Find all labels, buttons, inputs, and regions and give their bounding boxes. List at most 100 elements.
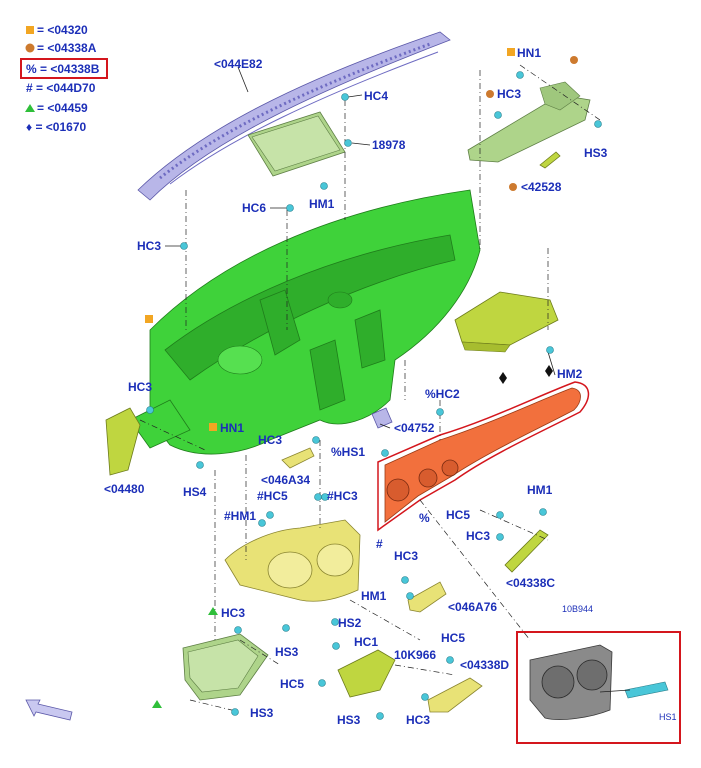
clip-icon <box>234 626 242 634</box>
triangle-marker-icon <box>208 607 218 615</box>
label-hc3-bottom: HC3 <box>406 713 430 727</box>
clip-icon <box>436 408 444 416</box>
legend-item-1: = <04320 <box>37 23 88 37</box>
label-hs3-bottom: HS3 <box>337 713 361 727</box>
label-hs2: HS2 <box>338 616 362 630</box>
label-hs1-box: HS1 <box>659 712 677 722</box>
label-hc3-left: HC3 <box>137 239 161 253</box>
label-hn1-top: HN1 <box>517 46 541 60</box>
clip-icon <box>321 493 329 501</box>
label-04338d: <04338D <box>460 658 509 672</box>
part-046a34 <box>281 447 315 469</box>
label-42528: <42528 <box>521 180 562 194</box>
defroster-grille <box>137 31 451 201</box>
legend-item-5: = <04459 <box>37 101 88 115</box>
clip-icon <box>332 642 340 650</box>
clip-icon <box>320 182 328 190</box>
label-hc6: HC6 <box>242 201 266 215</box>
clip-icon <box>494 111 502 119</box>
label-04338c: <04338C <box>506 576 555 590</box>
clip-icon <box>539 508 547 516</box>
legend-circle-icon <box>25 43 35 53</box>
cluster-bezel <box>224 519 361 602</box>
label-04752: <04752 <box>394 421 435 435</box>
part-04338d <box>427 677 483 713</box>
clip-icon <box>266 511 274 519</box>
label-046a34: <046A34 <box>261 473 310 487</box>
label-hm1-lower: HM1 <box>361 589 387 603</box>
label-hs3-bottomleft2: HS3 <box>250 706 274 720</box>
label-hc3-lower: HC3 <box>394 549 418 563</box>
label-percent-mark: % <box>419 511 430 525</box>
cluster-module-box <box>516 631 681 744</box>
clip-icon <box>421 693 429 701</box>
label-hc3-midleft: HC3 <box>128 380 152 394</box>
label-044e82: <044E82 <box>214 57 263 71</box>
clip-icon <box>314 493 322 501</box>
label-hm1-right: HM1 <box>527 483 553 497</box>
circle-marker-icon <box>570 56 578 64</box>
label-hc5-bottomleft: HC5 <box>280 677 304 691</box>
clip-icon <box>318 679 326 687</box>
lower-left-panel <box>182 633 269 701</box>
diamond-marker-icon <box>499 372 507 384</box>
label-hc3-topright: HC3 <box>497 87 521 101</box>
label-hc1: HC1 <box>354 635 378 649</box>
clip-icon <box>341 93 349 101</box>
instrument-panel <box>129 189 481 455</box>
clip-icon <box>496 533 504 541</box>
clip-icon <box>331 618 339 626</box>
clip-icon <box>180 242 188 250</box>
label-hs4: HS4 <box>183 485 207 499</box>
right-bracket <box>454 291 559 353</box>
label-18978: 18978 <box>372 138 406 152</box>
finish-panel-orange <box>377 381 590 532</box>
orientation-arrow-icon <box>25 699 73 721</box>
label-hm1-top: HM1 <box>309 197 335 211</box>
fasteners <box>146 71 602 720</box>
legend: = <04320 = <04338A % = <04338B # = <044D… <box>20 23 108 134</box>
label-hm2: HM2 <box>557 367 583 381</box>
label-10k966: 10K966 <box>394 648 436 662</box>
label-hc5-right: HC5 <box>446 508 470 522</box>
label-hs3-topright: HS3 <box>584 146 608 160</box>
label-hc3-right: HC3 <box>466 529 490 543</box>
label-hs3-bottomleft: HS3 <box>275 645 299 659</box>
label-hc4: HC4 <box>364 89 388 103</box>
label-hs1-center: %HS1 <box>331 445 365 459</box>
legend-item-4: # = <044D70 <box>26 81 96 95</box>
legend-highlight-box <box>20 58 108 79</box>
legend-item-6: ♦ = <01670 <box>26 120 87 134</box>
square-marker-icon <box>507 48 515 56</box>
left-end-panel <box>105 407 141 476</box>
callout-labels: <044E82 HN1 HC3 HS3 <42528 HC4 18978 HC6… <box>104 46 677 727</box>
clip-icon <box>146 406 154 414</box>
label-10b944: 10B944 <box>562 604 593 614</box>
triangle-marker-icon <box>152 700 162 708</box>
symbol-markers <box>145 48 578 708</box>
legend-square-icon <box>26 26 34 34</box>
top-center-panel <box>247 111 346 177</box>
label-hc2: %HC2 <box>425 387 460 401</box>
clip-icon <box>376 712 384 720</box>
clip-icon <box>312 436 320 444</box>
clip-icon <box>286 204 294 212</box>
label-hash-mark: # <box>376 537 383 551</box>
clip-icon <box>546 346 554 354</box>
part-04752 <box>371 407 393 429</box>
circle-marker-icon <box>486 90 494 98</box>
label-hc5-bottom: HC5 <box>441 631 465 645</box>
legend-item-2: = <04338A <box>37 41 97 55</box>
legend-triangle-icon <box>25 104 35 112</box>
circle-marker-icon <box>509 183 517 191</box>
clip-icon <box>594 120 602 128</box>
clip-icon <box>196 461 204 469</box>
clip-icon <box>446 656 454 664</box>
label-hm1-center: #HM1 <box>224 509 256 523</box>
clip-icon <box>496 511 504 519</box>
square-marker-icon <box>209 423 217 431</box>
label-046a76: <046A76 <box>448 600 497 614</box>
clip-icon <box>258 519 266 527</box>
label-hc3-bottomleft: HC3 <box>221 606 245 620</box>
